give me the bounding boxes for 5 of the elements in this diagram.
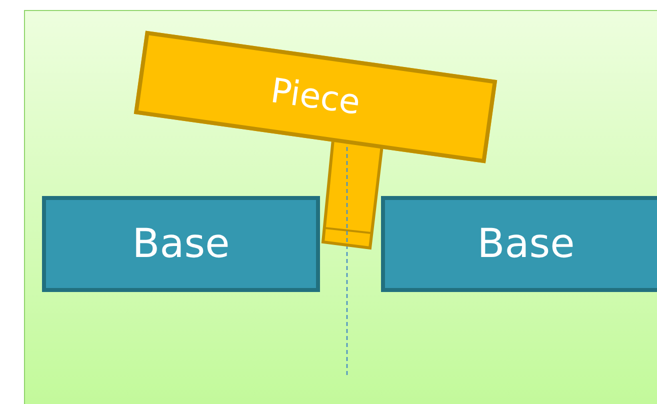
block-label: Base xyxy=(477,221,575,267)
block-label: Piece xyxy=(268,70,363,124)
base-block xyxy=(42,196,320,292)
block-label: Base xyxy=(132,221,230,267)
base-block xyxy=(381,196,657,292)
